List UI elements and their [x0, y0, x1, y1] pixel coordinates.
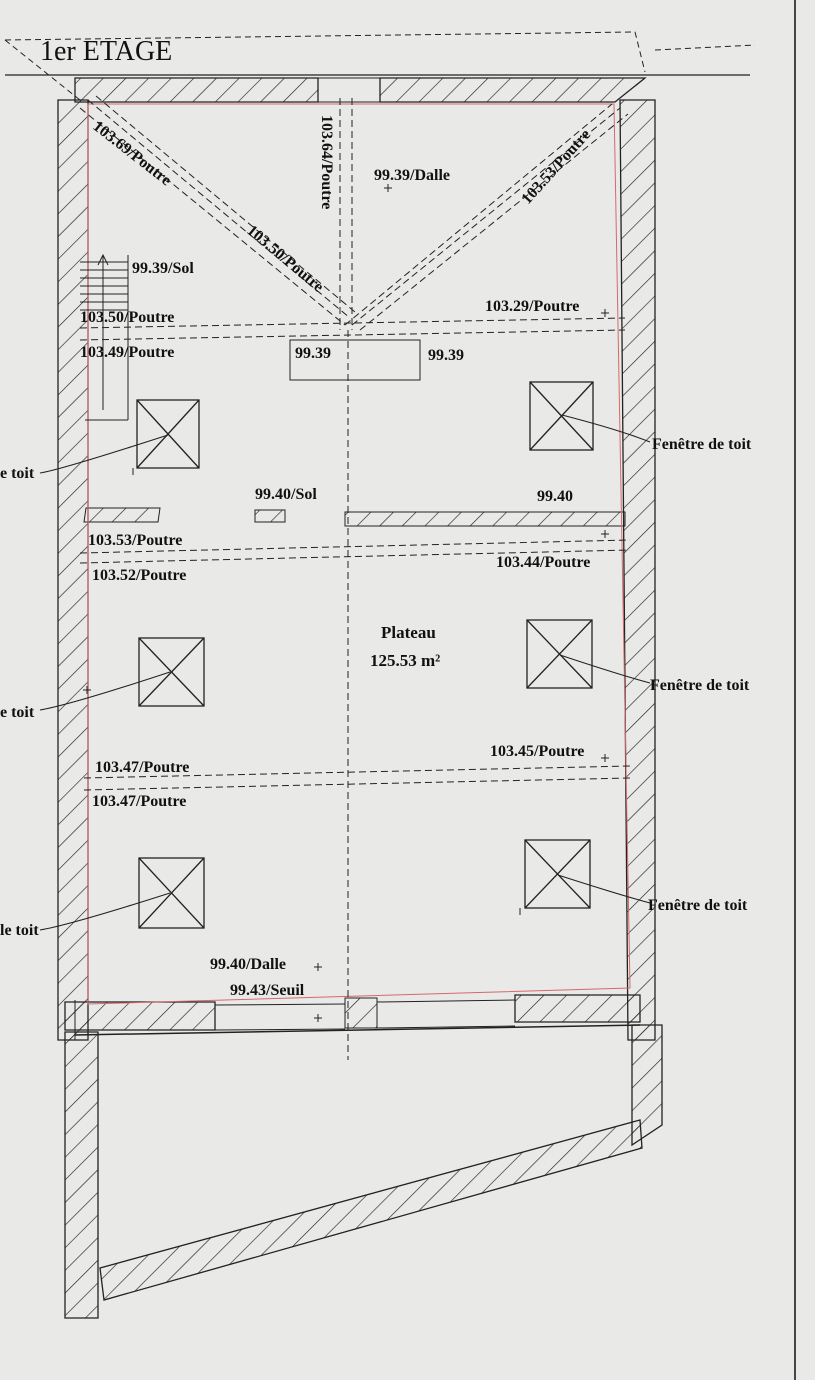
label-sill-bottom: 99.43/Seuil: [230, 982, 305, 999]
roof-edge-right: [654, 44, 756, 51]
label-level-box-right: 99.39: [428, 347, 464, 364]
label-slab-top: 99.39/Dalle: [374, 167, 450, 184]
skylight-right-3: [524, 839, 591, 909]
skylight-left-1: [136, 399, 200, 469]
label-level-box-left: 99.39: [295, 345, 331, 362]
label-beam-row3-left-lower: 103.47/Poutre: [92, 793, 186, 810]
page-title: 1er ETAGE: [40, 36, 172, 67]
skylight-right-1: [529, 381, 594, 451]
label-beam-row1-left-lower: 103.49/Poutre: [80, 344, 174, 361]
label-beam-row1-right: 103.29/Poutre: [485, 298, 579, 315]
label-skylight-right-3: Fenêtre de toit: [648, 897, 748, 914]
label-level-mid-right: 99.40: [537, 488, 573, 505]
label-beam-row2-left-lower: 103.52/Poutre: [92, 567, 186, 584]
label-skylight-right-2: Fenêtre de toit: [650, 677, 750, 694]
label-floor-stairs: 99.39/Sol: [132, 260, 194, 277]
label-beam-row3-left-upper: 103.47/Poutre: [95, 759, 189, 776]
staircase: [80, 253, 129, 421]
level-box: [289, 339, 421, 381]
skylight-left-3: [138, 857, 205, 929]
skylights: [136, 381, 594, 929]
label-beam-row3-right: 103.45/Poutre: [490, 743, 584, 760]
label-skylight-left-3: le toit: [0, 922, 39, 939]
leader-lines: [39, 414, 651, 931]
label-beam-row1-left-upper: 103.50/Poutre: [80, 309, 174, 326]
room-name: Plateau: [381, 623, 436, 642]
skylight-right-2: [526, 619, 593, 689]
roof-edge-left: [4, 39, 81, 101]
label-floor-mid: 99.40/Sol: [255, 486, 317, 503]
skylight-left-2: [138, 637, 205, 707]
label-beam-top-center: 103.64/Poutre: [318, 115, 335, 209]
roof-outline-dashed: [4, 31, 646, 73]
label-skylight-right-1: Fenêtre de toit: [652, 436, 752, 453]
label-skylight-left-1: e toit: [0, 465, 35, 482]
walls: [57, 77, 663, 1319]
label-slab-bottom: 99.40/Dalle: [210, 956, 286, 973]
label-beam-row2-left-upper: 103.53/Poutre: [88, 532, 182, 549]
room-area: 125.53 m²: [370, 651, 440, 670]
level-markers: [83, 184, 609, 1022]
label-beam-row2-right: 103.44/Poutre: [496, 554, 590, 571]
label-skylight-left-2: e toit: [0, 704, 35, 721]
beam-lines: [79, 95, 631, 1060]
room-outline: [87, 103, 631, 1005]
